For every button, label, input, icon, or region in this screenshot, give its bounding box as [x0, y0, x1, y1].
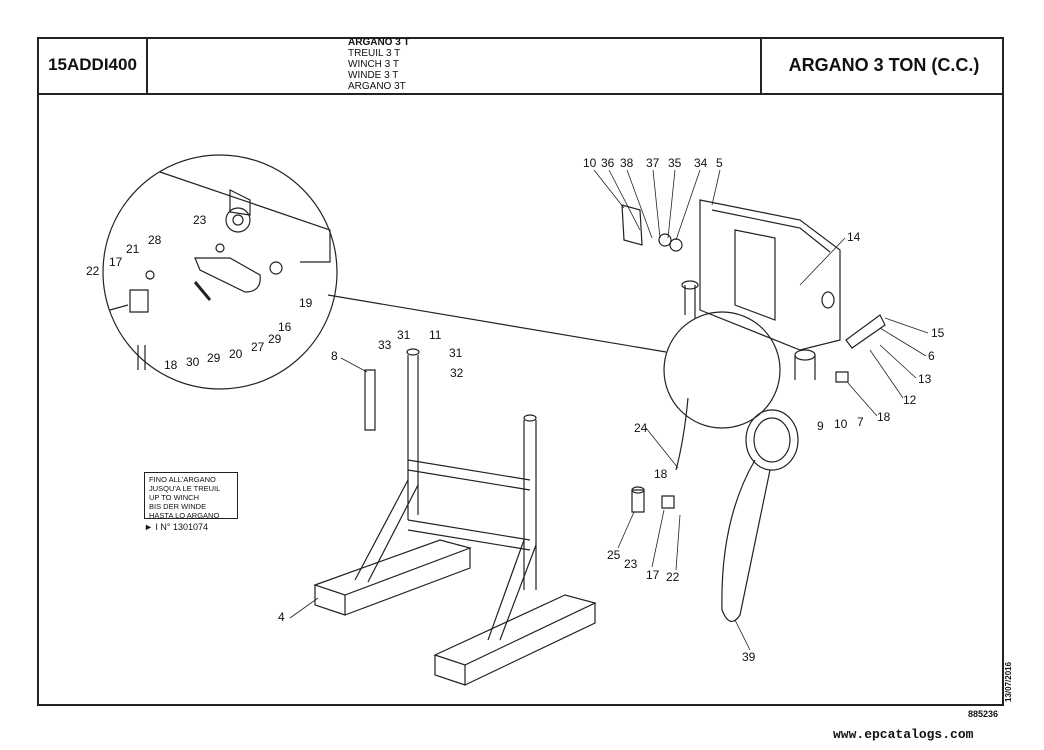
- callout-number: 37: [646, 156, 660, 170]
- callout-number: 30: [186, 355, 200, 369]
- callout-number: 29: [268, 332, 282, 346]
- note-line: JUSQU'A LE TREUIL: [149, 484, 221, 493]
- callout-number: 6: [928, 349, 935, 363]
- drawing-frame: [37, 37, 1004, 706]
- chain-8: [364, 369, 376, 431]
- callout-number: 25: [607, 548, 621, 562]
- callout-number: 34: [694, 156, 708, 170]
- title-es: ARGANO 3T: [348, 81, 406, 92]
- bracket-eye: [225, 207, 251, 233]
- serial-reference: ► I N° 1301074: [144, 522, 209, 532]
- part-code: 15ADDI400: [39, 37, 148, 93]
- callout-number: 19: [299, 296, 313, 310]
- callout-number: 5: [716, 156, 723, 170]
- callout-number: 23: [193, 213, 207, 227]
- website-link[interactable]: www.epcatalogs.com: [833, 727, 974, 742]
- callout-number: 21: [126, 242, 140, 256]
- callout-number: 29: [207, 351, 221, 365]
- callout-number: 7: [857, 415, 864, 429]
- cable-24: [675, 397, 689, 471]
- callout-number: 31: [397, 328, 411, 342]
- callout-number: 15: [931, 326, 945, 340]
- base-beam-right: [433, 594, 597, 666]
- callout-number: 28: [148, 233, 162, 247]
- cable-coil: [745, 409, 799, 471]
- callout-number: 27: [251, 340, 265, 354]
- title-en: WINCH 3 T: [348, 59, 399, 70]
- callout-number: 18: [654, 467, 668, 481]
- callout-number: 18: [877, 410, 891, 424]
- note-box: FINO ALL'ARGANO JUSQU'A LE TREUIL UP TO …: [144, 472, 238, 520]
- callout-number: 23: [624, 557, 638, 571]
- callout-number: 8: [331, 349, 338, 363]
- document-number: 885236: [968, 709, 999, 719]
- callout-number: 16: [278, 320, 292, 334]
- callout-number: 14: [847, 230, 861, 244]
- stand-post-left: [407, 355, 419, 520]
- bushing-25: [631, 489, 645, 513]
- lever: [194, 257, 261, 293]
- callout-number: 18: [164, 358, 178, 372]
- plate-10: [621, 204, 643, 246]
- note-line: HASTA LO ARGANO: [149, 511, 220, 520]
- callout-number: 32: [450, 366, 464, 380]
- callout-labels: 10 36 38 37 35 34 5 14 15 6 13 12 18 7 1…: [86, 156, 945, 664]
- title-it: ARGANO 3 T: [348, 37, 410, 48]
- multilingual-titles: ARGANO 3 T TREUIL 3 T WINCH 3 T WINDE 3 …: [348, 37, 410, 92]
- detail-leader: [327, 294, 667, 353]
- callout-number: 10: [583, 156, 597, 170]
- callout-number: 20: [229, 347, 243, 361]
- callout-number: 35: [668, 156, 682, 170]
- callout-number: 31: [449, 346, 463, 360]
- callout-number: 36: [601, 156, 615, 170]
- stand-post-right: [523, 420, 537, 590]
- callout-number: 12: [903, 393, 917, 407]
- base-beam-left: [313, 539, 472, 596]
- title-fr: TREUIL 3 T: [348, 48, 401, 59]
- callout-number: 13: [918, 372, 932, 386]
- clamp-6: [845, 314, 886, 349]
- callout-number: 11: [429, 328, 442, 342]
- page-title: ARGANO 3 TON (C.C.): [760, 37, 1006, 93]
- callout-number: 39: [742, 650, 756, 664]
- callout-number: 33: [378, 338, 392, 352]
- winch-bracket: [699, 199, 841, 351]
- callout-number: 10: [834, 417, 848, 431]
- callout-number: 24: [634, 421, 648, 435]
- note-line: BIS DER WINDE: [149, 502, 207, 511]
- note-line: UP TO WINCH: [149, 493, 200, 502]
- header-bar: 15ADDI400 ARGANO 3 T TREUIL 3 T WINCH 3 …: [37, 37, 1004, 95]
- callout-number: 9: [817, 419, 824, 433]
- mounting-plate: [734, 229, 776, 321]
- title-de: WINDE 3 T: [348, 70, 399, 81]
- callout-number: 22: [666, 570, 680, 584]
- callout-number: 4: [278, 610, 285, 624]
- callout-number: 17: [109, 255, 123, 269]
- callout-number: 17: [646, 568, 660, 582]
- callout-number: 22: [86, 264, 100, 278]
- detail-circle: [102, 154, 338, 390]
- block: [129, 289, 149, 313]
- callout-number: 38: [620, 156, 634, 170]
- bracket-plate: [159, 171, 331, 263]
- note-line: FINO ALL'ARGANO: [149, 475, 216, 484]
- detail-circle-small: [663, 311, 781, 429]
- revision-date: 13/07/2016: [1004, 661, 1013, 702]
